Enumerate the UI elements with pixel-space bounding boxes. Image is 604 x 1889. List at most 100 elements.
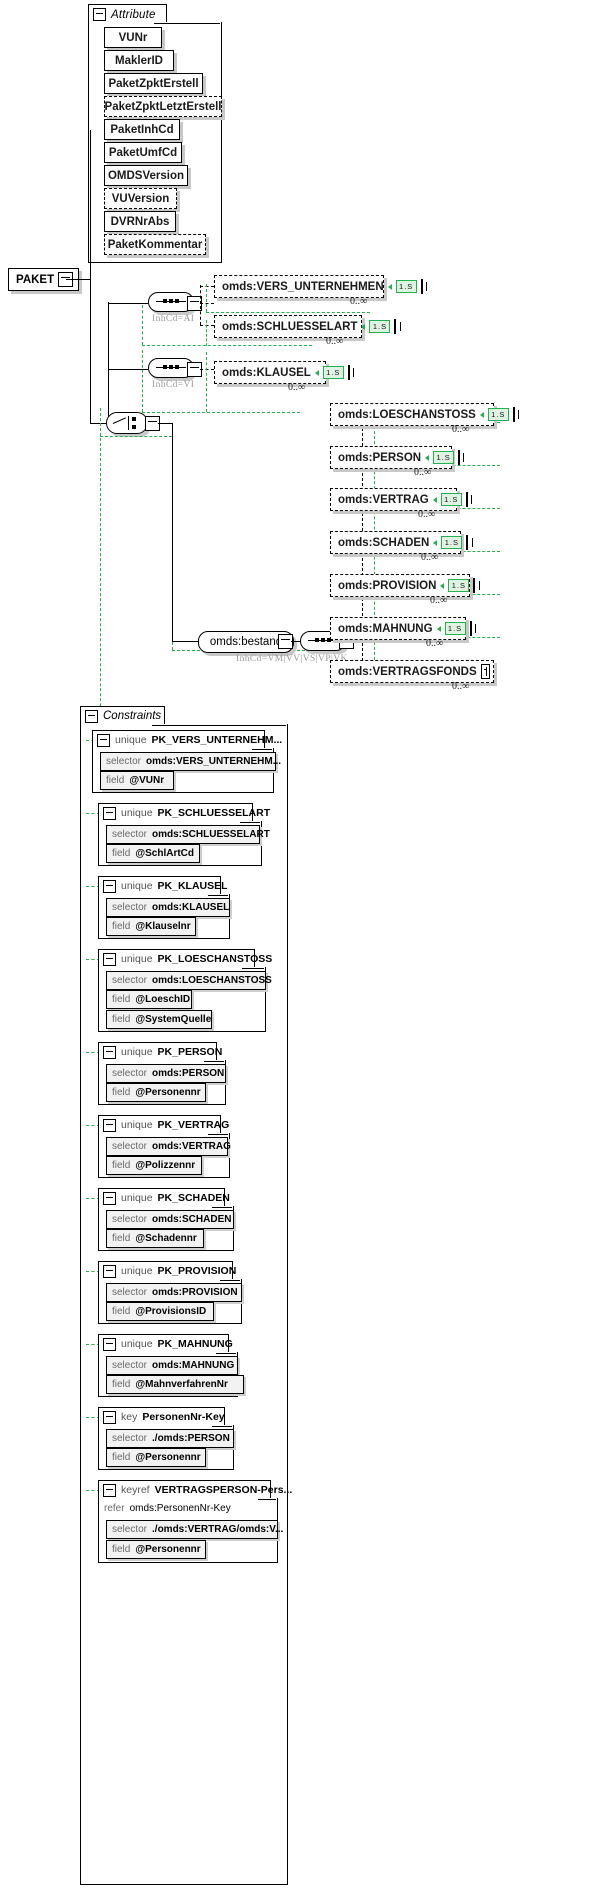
expand-icon[interactable]	[187, 296, 202, 311]
constraint-tab-pk-mahnung[interactable]: unique PK_MAHNUNG	[98, 1334, 233, 1354]
connector	[200, 368, 214, 370]
collapse-icon[interactable]	[103, 806, 116, 820]
occurrence-badge: 1.S	[448, 579, 470, 592]
collapse-icon[interactable]	[85, 709, 98, 723]
expand-icon[interactable]	[420, 279, 427, 294]
collapse-icon[interactable]	[278, 634, 293, 649]
attribute-paketzpkterstell[interactable]: PaketZpktErstell	[104, 73, 203, 94]
collapse-icon[interactable]	[103, 1264, 116, 1278]
constraint-tab-pk-klausel[interactable]: unique PK_KLAUSEL	[98, 876, 228, 896]
type-arrow-icon	[314, 369, 319, 376]
row-value: ./omds:VERTRAG/omds:V...	[152, 1524, 284, 1535]
constraint-tab-pk-schaden[interactable]: unique PK_SCHADEN	[98, 1188, 230, 1208]
occurrence-badge: 1.S	[395, 280, 417, 293]
constraint-selector-row: selector omds:PERSON	[106, 1064, 226, 1083]
expand-icon[interactable]	[480, 664, 490, 679]
expand-icon[interactable]	[347, 365, 355, 380]
constraint-kind: unique	[121, 1192, 153, 1204]
expand-icon[interactable]	[465, 492, 472, 507]
group-highlight	[86, 1197, 100, 1199]
element-ref-mahnung[interactable]: omds:MAHNUNG 1.S	[330, 617, 476, 640]
constraint-field-row: field @Personennr	[106, 1083, 206, 1102]
group-highlight	[86, 885, 100, 887]
attribute-paketinhcd[interactable]: PaketInhCd	[104, 119, 180, 140]
expand-icon[interactable]	[512, 407, 520, 422]
group-highlight	[206, 284, 207, 312]
attribute-paketzpktletzterstell[interactable]: PaketZpktLetztErstell	[104, 96, 222, 117]
attribute-vunr[interactable]: VUNr	[104, 27, 162, 48]
collapse-icon[interactable]	[103, 1337, 116, 1351]
collapse-icon[interactable]	[103, 1483, 116, 1497]
constraint-kind: unique	[121, 807, 153, 819]
element-ref-vertragsfonds[interactable]: omds:VERTRAGSFONDS	[330, 660, 494, 683]
constraint-tab-personennr-key[interactable]: key PersonenNr-Key	[98, 1407, 225, 1427]
attribute-label: PaketZpktErstell	[108, 77, 199, 90]
constraints-tab[interactable]: Constraints	[80, 706, 165, 726]
expand-icon[interactable]	[473, 578, 480, 593]
expand-icon[interactable]	[466, 535, 473, 550]
row-key: selector	[112, 1214, 148, 1225]
expand-icon[interactable]	[187, 362, 202, 377]
element-ref-loeschanstoss[interactable]: omds:LOESCHANSTOSS 1.S	[330, 403, 520, 426]
constraint-tab-pk-loeschanstoss[interactable]: unique PK_LOESCHANSTOSS	[98, 949, 272, 969]
element-ref-klausel[interactable]: omds:KLAUSEL 1.S	[214, 361, 355, 384]
collapse-icon[interactable]	[103, 1191, 116, 1205]
constraint-tab-vertragsperson-keyref[interactable]: keyref VERTRAGSPERSON-Pers...	[98, 1480, 292, 1500]
row-value: @Polizzennr	[135, 1160, 196, 1171]
sequence-compositor-ai[interactable]	[148, 292, 194, 312]
element-ref-schaden[interactable]: omds:SCHADEN 1.S	[330, 531, 473, 554]
constraint-field-row: field @Personennr	[106, 1540, 206, 1559]
attribute-omdsversion[interactable]: OMDSVersion	[104, 165, 188, 186]
attribute-label: PaketInhCd	[110, 123, 174, 136]
element-ref-person[interactable]: omds:PERSON 1.S	[330, 446, 465, 469]
constraint-name: PK_MAHNUNG	[157, 1338, 233, 1350]
constraint-name: VERTRAGSPERSON-Pers...	[154, 1484, 293, 1496]
attribute-label: PaketKommentar	[107, 238, 203, 251]
collapse-icon[interactable]	[103, 879, 116, 893]
collapse-icon[interactable]	[103, 1410, 116, 1424]
collapse-icon[interactable]	[103, 1045, 116, 1059]
choice-compositor[interactable]	[106, 412, 148, 434]
attribute-maklerid[interactable]: MaklerID	[104, 50, 174, 71]
constraint-tab-pk-vertrag[interactable]: unique PK_VERTRAG	[98, 1115, 229, 1135]
constraint-kind: key	[121, 1411, 138, 1423]
collapse-icon[interactable]	[103, 952, 116, 966]
constraint-tab-pk-schluesselart[interactable]: unique PK_SCHLUESSELART	[98, 803, 270, 823]
expand-icon[interactable]	[469, 621, 476, 636]
constraint-tab-pk-provision[interactable]: unique PK_PROVISION	[98, 1261, 236, 1281]
expand-icon[interactable]	[458, 450, 465, 465]
collapse-icon[interactable]	[103, 1118, 116, 1132]
expand-icon[interactable]	[394, 319, 401, 334]
constraint-tab-pk-vers-unternehmen[interactable]: unique PK_VERS_UNTERNEHM...	[92, 730, 282, 750]
row-key: selector	[112, 1360, 148, 1371]
collapse-icon[interactable]	[145, 416, 160, 431]
row-value: @SystemQuelle	[135, 1014, 212, 1025]
attribute-paketkommentar[interactable]: PaketKommentar	[104, 234, 206, 255]
attribute-label: MaklerID	[115, 54, 163, 67]
element-ref-vers-unternehmen[interactable]: omds:VERS_UNTERNEHMEN 1.S	[214, 275, 427, 298]
row-key: field	[112, 848, 131, 859]
attribute-vuversion[interactable]: VUVersion	[104, 188, 177, 209]
element-bestand[interactable]: omds:bestand	[198, 631, 294, 653]
collapse-icon[interactable]	[93, 8, 106, 21]
root-element-label: PAKET	[16, 273, 55, 286]
constraint-kind: keyref	[121, 1484, 150, 1496]
row-value: omds:SCHLUESSELART	[152, 829, 270, 840]
attribute-paketumfcd[interactable]: PaketUmfCd	[104, 142, 182, 163]
occurrence-label: 0..∞	[414, 467, 432, 478]
collapse-icon[interactable]	[58, 272, 74, 287]
constraint-field-row: field @Polizzennr	[106, 1156, 202, 1175]
constraints-title: Constraints	[103, 710, 162, 722]
group-highlight	[142, 411, 300, 413]
element-ref-provision[interactable]: omds:PROVISION 1.S	[330, 574, 480, 597]
attribute-dvrnrabs[interactable]: DVRNrAbs	[104, 211, 176, 232]
constraint-tab-pk-person[interactable]: unique PK_PERSON	[98, 1042, 222, 1062]
root-element-paket[interactable]: PAKET	[8, 268, 79, 291]
connector	[212, 1206, 232, 1208]
row-value: omds:PROVISION	[152, 1287, 238, 1298]
group-highlight	[86, 1416, 100, 1418]
collapse-icon[interactable]	[97, 733, 110, 747]
element-ref-schluesselart[interactable]: omds:SCHLUESSELART 1.S	[214, 315, 401, 338]
element-ref-vertrag[interactable]: omds:VERTRAG 1.S	[330, 488, 472, 511]
row-key: selector	[106, 756, 142, 767]
